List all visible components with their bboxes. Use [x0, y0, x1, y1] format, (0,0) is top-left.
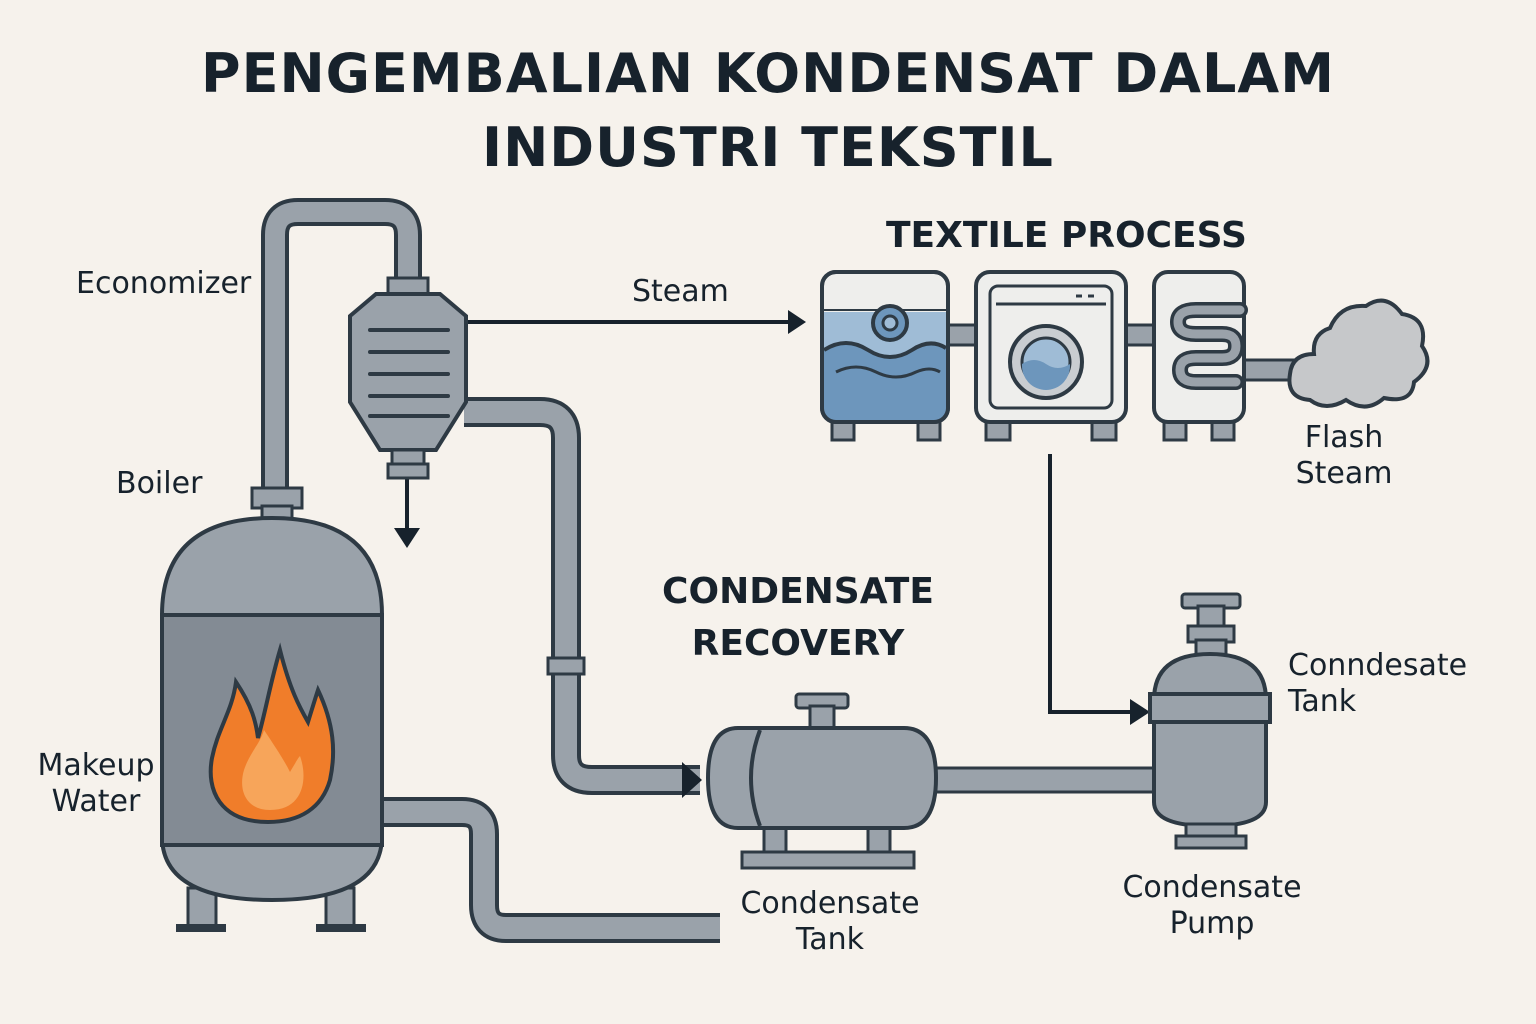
- dye-tank-machine: [820, 270, 950, 442]
- condensate-recovery-heading-line2: RECOVERY: [691, 623, 905, 664]
- washing-machine-icon: [974, 270, 1128, 442]
- flash-steam-label-line2: Steam: [1295, 456, 1393, 491]
- condensate-tank-right-label-line2: Tank: [1288, 684, 1357, 719]
- makeup-water-label-line2: Water: [51, 784, 141, 819]
- flash-steam-label-line1: Flash: [1304, 420, 1384, 455]
- economizer-unit: [348, 276, 468, 480]
- steam-label: Steam: [632, 274, 729, 309]
- boiler-label: Boiler: [116, 466, 203, 501]
- transfer-pipe: [932, 766, 1160, 794]
- makeup-water-label-line1: Makeup: [37, 748, 155, 783]
- condensate-pump-label-line1: Condensate: [1122, 870, 1302, 905]
- coil-dryer-icon: [1152, 270, 1248, 442]
- diagram-title-line1: PENGEMBALIAN KONDENSAT DALAM: [201, 42, 1335, 105]
- condensate-pump-label-line2: Pump: [1169, 906, 1255, 941]
- tank-inlet-arrow: [682, 762, 702, 798]
- process-return-arrow: [1048, 454, 1134, 714]
- pipe-coupling: [546, 656, 586, 676]
- condensate-tank-bottom-label-line1: Condensate: [740, 886, 920, 921]
- diagram-title-line2: INDUSTRI TEKSTIL: [482, 116, 1054, 179]
- boiler-unit: [160, 486, 384, 932]
- condensate-tank-right-label-line1: Conndesate: [1288, 648, 1468, 683]
- condensate-pump-unit: [1148, 592, 1272, 850]
- economizer-label: Economizer: [76, 266, 252, 301]
- makeup-water-pipe: [382, 797, 720, 943]
- textile-process-heading: TEXTILE PROCESS: [886, 215, 1247, 256]
- horizontal-condensate-tank: [705, 692, 939, 870]
- condensate-recovery-heading-line1: CONDENSATE: [662, 571, 934, 612]
- condensate-tank-bottom-label-line2: Tank: [795, 922, 865, 957]
- flash-steam-cloud-icon: [1287, 298, 1430, 409]
